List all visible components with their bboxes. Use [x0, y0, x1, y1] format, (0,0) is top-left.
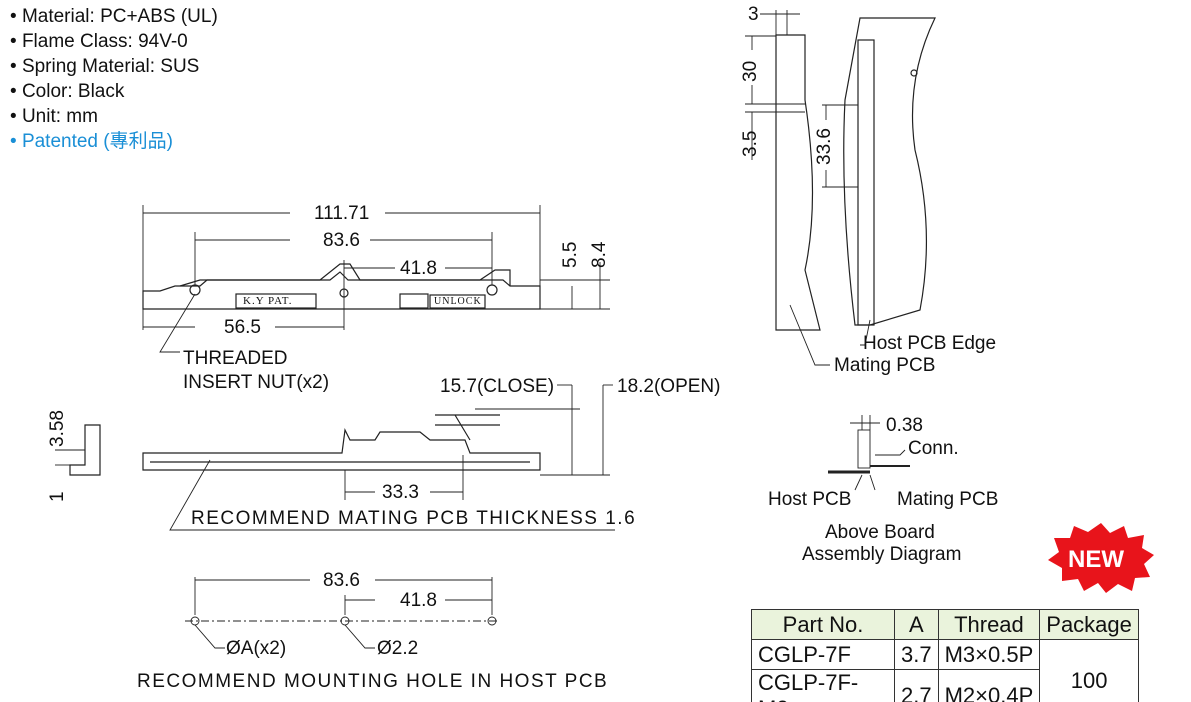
new-badge: NEW [1048, 523, 1154, 593]
spec-patented: • Patented (專利品) [10, 131, 173, 152]
header-thread: Thread [937, 609, 1041, 640]
spec-unit: • Unit: mm [10, 106, 98, 127]
cell-part-no: CGLP-7F-M2 [751, 669, 895, 702]
hole-a-label: ØA(x2) [226, 638, 287, 659]
top-view-dimensions [142, 205, 610, 353]
insert-nut-label: INSERT NUT(x2) [183, 372, 330, 393]
hole-dim-836: 83.6 [323, 570, 360, 591]
dim-336: 33.6 [814, 128, 835, 165]
starburst-icon [1048, 523, 1154, 593]
header-a: A [894, 609, 939, 640]
cell-part-no: CGLP-7F [751, 639, 895, 670]
spec-text: Flame Class: 94V-0 [21, 31, 188, 52]
assembly-caption-2: Assembly Diagram [802, 544, 962, 565]
pcb-thickness-note: RECOMMEND MATING PCB THICKNESS 1.6 [191, 508, 637, 529]
side-view-body [69, 414, 541, 476]
host-pcb-edge-label: Host PCB Edge [863, 333, 997, 354]
dim-038: 0.38 [886, 415, 923, 436]
cell-thread: M2×0.4P [937, 669, 1041, 702]
kyp-marking: K.Y PAT. [243, 295, 293, 307]
dim-565: 56.5 [224, 317, 261, 338]
spec-flame: • Flame Class: 94V-0 [10, 31, 188, 52]
dim-358: 3.58 [47, 410, 68, 447]
cell-package: 100 [1039, 639, 1139, 702]
spec-color: • Color: Black [10, 81, 125, 102]
dim-total-length: 111.71 [314, 203, 370, 224]
dim-30: 30 [740, 60, 761, 82]
new-badge-text: NEW [1068, 546, 1124, 573]
threaded-label: THREADED [183, 348, 288, 369]
spec-text: Material: PC+ABS (UL) [21, 6, 218, 27]
cell-thread: M3×0.5P [937, 639, 1041, 670]
hole-dim-418: 41.8 [400, 590, 437, 611]
dim-half-spacing: 41.8 [400, 258, 437, 279]
dim-35: 3.5 [740, 130, 761, 157]
assembly-diagram [828, 415, 910, 491]
spec-material: • Material: PC+ABS (UL) [10, 6, 218, 27]
host-pcb-label: Host PCB [768, 489, 852, 510]
dim-height-55: 5.5 [560, 241, 581, 268]
right-view [745, 10, 936, 366]
spec-text: Spring Material: SUS [21, 56, 200, 77]
dim-333: 33.3 [382, 482, 419, 503]
table-header-row: Part No. A Thread Package [751, 609, 1139, 640]
dim-close: 15.7(CLOSE) [440, 376, 555, 397]
header-package: Package [1039, 609, 1139, 640]
mating-pcb-label: Mating PCB [834, 355, 936, 376]
dim-hole-spacing: 83.6 [323, 230, 360, 251]
table-row: CGLP-7F-M2 2.7 M2×0.4P [751, 669, 1139, 702]
assembly-mating-pcb-label: Mating PCB [897, 489, 999, 510]
spec-text: Color: Black [21, 81, 125, 102]
dim-3: 3 [748, 4, 759, 25]
conn-label: Conn. [908, 438, 959, 459]
part-table: Part No. A Thread Package CGLP-7F 3.7 M3… [751, 609, 1139, 702]
dim-open: 18.2(OPEN) [617, 376, 721, 397]
header-part-no: Part No. [751, 609, 895, 640]
unlock-marking: UNLOCK [434, 296, 482, 307]
dim-1: 1 [47, 491, 68, 502]
table-row: CGLP-7F 3.7 M3×0.5P 100 [751, 639, 1139, 702]
cell-a: 2.7 [894, 669, 939, 702]
side-view-dimensions [55, 384, 615, 531]
spec-text: Unit: mm [21, 106, 98, 127]
cell-a: 3.7 [894, 639, 939, 670]
assembly-caption-1: Above Board [825, 522, 935, 543]
hole-view [185, 577, 500, 649]
spec-text: Patented (專利品) [21, 131, 173, 152]
spec-spring: • Spring Material: SUS [10, 56, 200, 77]
mounting-hole-note: RECOMMEND MOUNTING HOLE IN HOST PCB [137, 671, 609, 692]
hole-22-label: Ø2.2 [377, 638, 419, 659]
dim-height-84: 8.4 [589, 241, 610, 268]
